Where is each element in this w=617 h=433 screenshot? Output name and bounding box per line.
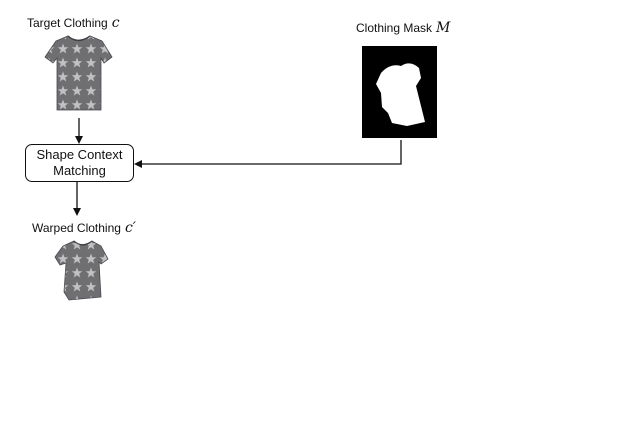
process-line-1: Shape Context xyxy=(36,147,123,162)
warped-clothing-image xyxy=(54,240,109,301)
arrow-matching-to-warped xyxy=(73,182,81,216)
shape-context-matching-box: Shape Context Matching xyxy=(25,144,134,182)
arrow-mask-to-matching xyxy=(134,140,402,168)
process-line-2: Matching xyxy=(53,163,106,178)
target-clothing-image xyxy=(44,35,113,111)
clothing-mask-image xyxy=(362,46,437,138)
arrow-target-to-matching xyxy=(75,118,83,144)
